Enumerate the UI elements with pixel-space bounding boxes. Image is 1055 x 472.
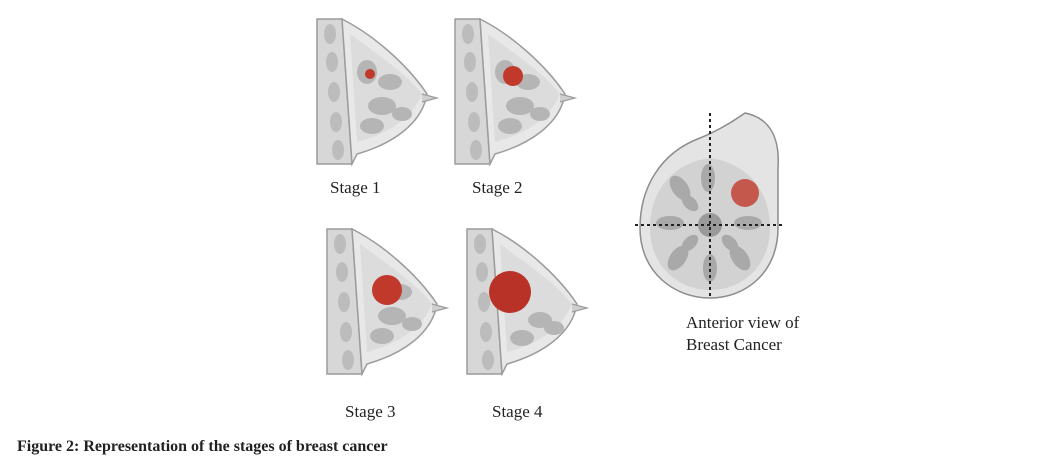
stage-1-label: Stage 1 xyxy=(330,178,381,197)
stage-2-label: Stage 2 xyxy=(472,178,523,197)
stage-3-breast-illustration xyxy=(326,227,450,377)
stage-3-tumor xyxy=(372,275,402,305)
stage-1-breast-illustration xyxy=(316,17,440,167)
anterior-view-label: Anterior view of Breast Cancer xyxy=(686,312,799,356)
stage-4-breast-illustration xyxy=(466,227,590,377)
stage-2-breast-illustration xyxy=(454,17,578,167)
anterior-tumor xyxy=(731,179,759,207)
anterior-label-line-1: Anterior view of xyxy=(686,313,800,332)
stage-2-tumor xyxy=(503,66,523,86)
anterior-view-illustration xyxy=(635,112,785,299)
stage-1-tumor xyxy=(365,69,375,79)
stage-4-label: Stage 4 xyxy=(492,402,543,421)
stage-3-label: Stage 3 xyxy=(345,402,396,421)
anterior-label-line-2: Breast Cancer xyxy=(686,335,782,354)
stage-4-tumor xyxy=(489,271,531,313)
figure-caption: Figure 2: Representation of the stages o… xyxy=(17,438,388,455)
